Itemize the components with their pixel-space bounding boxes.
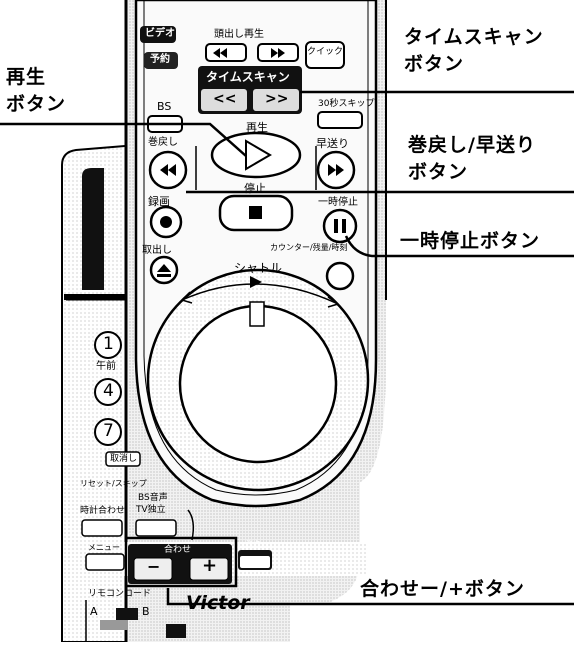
bs-audio-label: BS音声 (138, 493, 168, 503)
rewind-label: 巻戻し (148, 137, 178, 148)
adjust-label: 合わせ (164, 545, 192, 555)
shuttle (146, 268, 370, 492)
number-keys (81, 331, 195, 541)
ffwd-label: 早送り (316, 137, 349, 150)
reserve-button[interactable]: 予約 (150, 54, 170, 65)
time-scan-forward-button[interactable]: >> (265, 91, 289, 107)
bottom-controls (76, 536, 366, 642)
stop-label: 停止 (244, 182, 266, 195)
quick-button[interactable]: クイック (307, 47, 344, 57)
time-scan-back-button[interactable]: << (213, 91, 237, 107)
reset-skip-label: リセット/スキップ (80, 479, 147, 488)
callout-time-scan: タイムスキャン ボタン (404, 26, 544, 75)
shuttle-label: シャトル (234, 261, 283, 275)
eject-label: 取出し (142, 245, 172, 256)
cue-playback-label: 頭出し再生 (214, 29, 264, 40)
code-a-label: A (90, 605, 98, 618)
video-button[interactable]: ビデオ (145, 28, 175, 39)
code-b-label: B (142, 605, 150, 618)
clock-set-label: 時計合わせ (80, 506, 126, 516)
bs-button[interactable]: BS (157, 100, 172, 113)
minus-button[interactable]: − (147, 557, 161, 576)
brand-logo: Victor (186, 592, 250, 614)
number-1-button[interactable]: 1 (103, 334, 114, 354)
skip-label: 30秒スキップ (318, 99, 375, 109)
number-7-button[interactable]: 7 (103, 421, 114, 441)
pause-label: 一時停止 (318, 197, 358, 208)
counter-label: カウンター/残量/時刻 (270, 243, 348, 252)
send-label: 送り (246, 540, 262, 549)
callout-adjust: 合わせー/+ボタン (360, 578, 525, 600)
menu-button[interactable]: メニュー (88, 543, 120, 552)
callout-pause: 一時停止ボタン (400, 230, 541, 252)
top-row (140, 26, 363, 133)
am-label: 午前 (96, 361, 116, 372)
record-label: 録画 (148, 195, 170, 208)
number-4-button[interactable]: 4 (103, 381, 114, 401)
cancel-button[interactable]: 取消し (110, 454, 138, 464)
remote-code-label: リモコンコード (88, 589, 152, 599)
callout-rewind-ffwd: 巻戻し/早送り ボタン (408, 134, 536, 183)
callout-play: 再生 ボタン (6, 66, 67, 115)
tv-label: TV独立 (136, 505, 166, 515)
time-scan-label: タイムスキャン (206, 70, 290, 84)
plus-button[interactable]: + (202, 555, 218, 576)
play-label: 再生 (246, 121, 268, 134)
leader-lines (0, 90, 574, 606)
